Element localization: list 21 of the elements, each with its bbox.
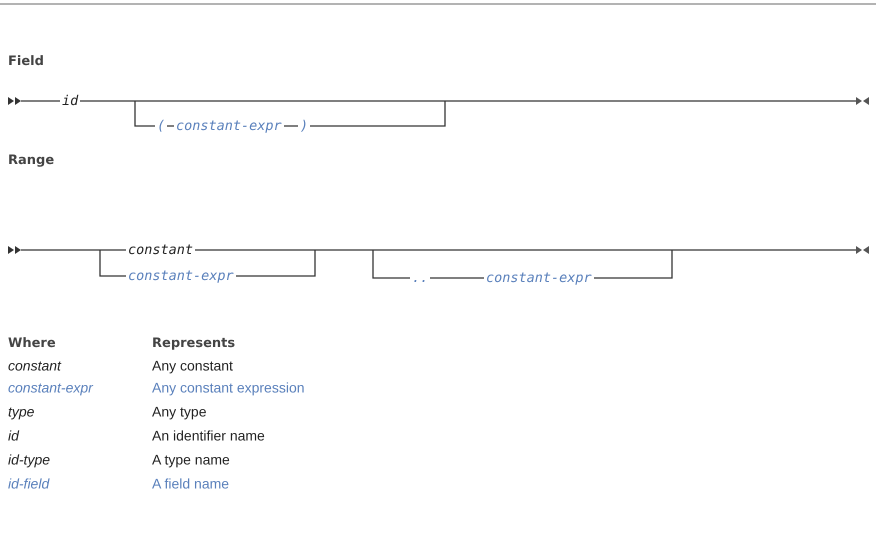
table-cell: Any constant expression [152, 380, 305, 396]
syntax-term: ( [155, 118, 168, 134]
table-cell: id-field [8, 476, 50, 492]
table-cell: constant [8, 358, 61, 374]
table-cell: Any type [152, 404, 206, 420]
syntax-term: constant-expr [126, 268, 236, 284]
table-cell: type [8, 404, 34, 420]
heading: Field [8, 54, 44, 70]
table-cell: A type name [152, 452, 230, 468]
table-cell: An identifier name [152, 428, 265, 444]
table-cell: id [8, 428, 19, 444]
column-heading: Where [8, 336, 56, 352]
heading: Range [8, 153, 54, 169]
syntax-term: constant-expr [174, 118, 284, 134]
syntax-term: constant-expr [484, 270, 594, 286]
syntax-term: ) [298, 118, 310, 134]
column-heading: Represents [152, 336, 236, 352]
table-cell: Any constant [152, 358, 233, 374]
table-cell: id-type [8, 452, 50, 468]
table-cell: A field name [152, 476, 230, 492]
table-cell: constant-expr [8, 380, 93, 396]
